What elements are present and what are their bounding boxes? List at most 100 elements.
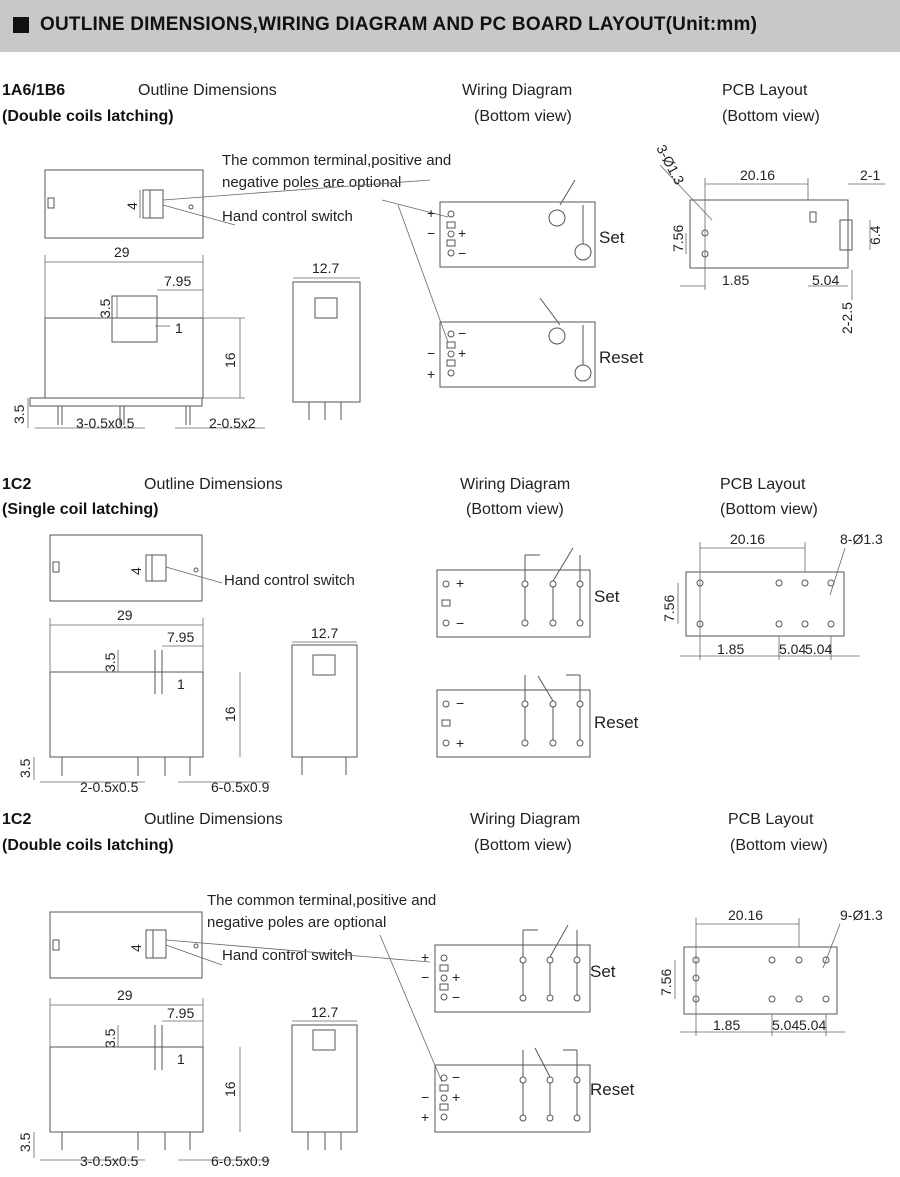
section-3-top-view <box>49 911 431 979</box>
s3-wire-reset-plus2: + <box>421 1109 429 1125</box>
section-3-wiring-reset <box>379 934 591 1133</box>
section-2-model: 1C2 <box>2 476 32 493</box>
section-2-wiring-reset <box>436 674 591 758</box>
s2-pcb-holes: 8-Ø1.3 <box>840 531 883 547</box>
section-2-pcb-label: PCB Layout <box>720 476 806 493</box>
section-3-wiring-view: (Bottom view) <box>474 837 572 854</box>
s2-wire-set-label: Set <box>594 587 620 606</box>
s2-dim-3-5b: 3.5 <box>17 758 33 778</box>
s1-wire-set-plus2: + <box>458 225 466 241</box>
section-2-outline-label: Outline Dimensions <box>144 476 283 493</box>
section-3-note-common-2: negative poles are optional <box>207 914 387 931</box>
s3-wire-set-plus2: + <box>452 969 460 985</box>
s1-pcb-a: 2-1 <box>860 167 880 183</box>
s2-dim-16: 16 <box>222 706 238 722</box>
s1-dim-3-5b: 3.5 <box>11 404 27 424</box>
section-2-pcb-view: (Bottom view) <box>720 501 818 518</box>
s3-pcb-d: 5.04 <box>772 1017 799 1033</box>
s3-wire-set-plus: + <box>421 949 429 965</box>
s3-dim-7-95: 7.95 <box>167 1005 194 1021</box>
section-3-model: 1C2 <box>2 811 32 828</box>
s2-dim-12-7: 12.7 <box>311 625 338 641</box>
s1-wire-set-plus: + <box>427 205 435 221</box>
s1-pcb-c: 1.85 <box>722 272 749 288</box>
section-2-wiring-label: Wiring Diagram <box>460 476 571 493</box>
page-header: OUTLINE DIMENSIONS,WIRING DIAGRAM AND PC… <box>0 0 900 52</box>
s1-wire-set-label: Set <box>599 228 625 247</box>
s2-dim-pins-b: 6-0.5x0.9 <box>211 779 270 795</box>
s3-dim-3-5a: 3.5 <box>102 1028 118 1048</box>
s3-wire-set-minus2: − <box>452 989 460 1005</box>
section-1-wiring-view: (Bottom view) <box>474 108 572 125</box>
s3-dim-4: 4 <box>128 944 144 952</box>
s3-pcb-c: 1.85 <box>713 1017 740 1033</box>
s2-pcb-w: 20.16 <box>730 531 765 547</box>
s2-wire-reset-label: Reset <box>594 713 639 732</box>
s2-dim-7-95: 7.95 <box>167 629 194 645</box>
section-3-pcb-view: (Bottom view) <box>730 837 828 854</box>
s3-dim-pins-a: 3-0.5x0.5 <box>80 1153 139 1169</box>
s2-wire-set-plus: + <box>456 575 464 591</box>
s2-dim-29: 29 <box>117 607 133 623</box>
section-1-note-hand: Hand control switch <box>222 208 353 225</box>
section-1-note-common: The common terminal,positive and <box>222 152 452 169</box>
section-1-wiring-label: Wiring Diagram <box>462 82 573 99</box>
s1-dim-7-95: 7.95 <box>164 273 191 289</box>
section-1-note-common-2: negative poles are optional <box>222 174 402 191</box>
s1-wire-reset-plus2: + <box>427 366 435 382</box>
section-2-side-view <box>33 618 270 783</box>
s2-wire-set-minus: − <box>456 615 464 631</box>
s2-dim-1: 1 <box>177 676 185 692</box>
s1-pcb-holes: 3-Ø1.3 <box>653 142 687 187</box>
section-1-model: 1A6/1B6 <box>2 82 66 99</box>
s3-pcb-h: 7.56 <box>658 969 674 996</box>
s1-dim-16: 16 <box>222 352 238 368</box>
s3-dim-3-5b: 3.5 <box>17 1132 33 1152</box>
s1-pcb-d: 5.04 <box>812 272 839 288</box>
s1-wire-reset-plus: + <box>458 345 466 361</box>
s1-pcb-h: 7.56 <box>670 225 686 252</box>
s2-pcb-d: 5.04 <box>779 641 806 657</box>
s2-dim-4: 4 <box>128 567 144 575</box>
section-1-side-view <box>27 255 265 429</box>
s1-dim-29: 29 <box>114 244 130 260</box>
s2-pcb-c: 1.85 <box>717 641 744 657</box>
s2-wire-reset-plus: + <box>456 735 464 751</box>
section-1-pcb-view: (Bottom view) <box>722 108 820 125</box>
s2-pcb-h: 7.56 <box>661 595 677 622</box>
s3-pcb-e: 5.04 <box>799 1017 826 1033</box>
section-2-subtitle: (Single coil latching) <box>2 501 159 518</box>
s1-dim-1: 1 <box>175 320 183 336</box>
s2-pcb-e: 5.04 <box>805 641 832 657</box>
s3-dim-16: 16 <box>222 1081 238 1097</box>
section-1-pcb <box>659 164 885 300</box>
section-3-end-view <box>291 1020 358 1150</box>
section-1-wiring-set <box>381 179 596 268</box>
section-1-subtitle: (Double coils latching) <box>2 108 174 125</box>
section-2-top-view <box>49 534 223 602</box>
s3-dim-12-7: 12.7 <box>311 1004 338 1020</box>
section-1-top-view <box>44 169 431 239</box>
square-bullet-icon <box>13 17 29 33</box>
s3-wire-reset-plus: + <box>452 1089 460 1105</box>
s3-wire-set-label: Set <box>590 962 616 981</box>
s3-wire-set-minus: − <box>421 969 429 985</box>
s1-wire-reset-minus: − <box>458 325 466 341</box>
section-3-note-hand: Hand control switch <box>222 947 353 964</box>
s3-wire-reset-label: Reset <box>590 1080 635 1099</box>
s2-dim-3-5a: 3.5 <box>102 652 118 672</box>
s1-wire-reset-label: Reset <box>599 348 644 367</box>
s1-wire-set-minus2: − <box>458 245 466 261</box>
s1-dim-pins-b: 2-0.5x2 <box>209 415 256 431</box>
s1-pcb-e: 2-2.5 <box>839 302 855 334</box>
s1-dim-12-7: 12.7 <box>312 260 339 276</box>
section-3-wiring-set <box>434 924 591 1013</box>
section-3-pcb-label: PCB Layout <box>728 811 814 828</box>
page-title: OUTLINE DIMENSIONS,WIRING DIAGRAM AND PC… <box>40 14 758 35</box>
section-2-note-hand: Hand control switch <box>224 572 355 589</box>
section-3-side-view <box>33 998 270 1161</box>
section-1-pcb-label: PCB Layout <box>722 82 808 99</box>
s3-pcb-w: 20.16 <box>728 907 763 923</box>
s3-dim-pins-b: 6-0.5x0.9 <box>211 1153 270 1169</box>
s2-wire-reset-minus: − <box>456 695 464 711</box>
